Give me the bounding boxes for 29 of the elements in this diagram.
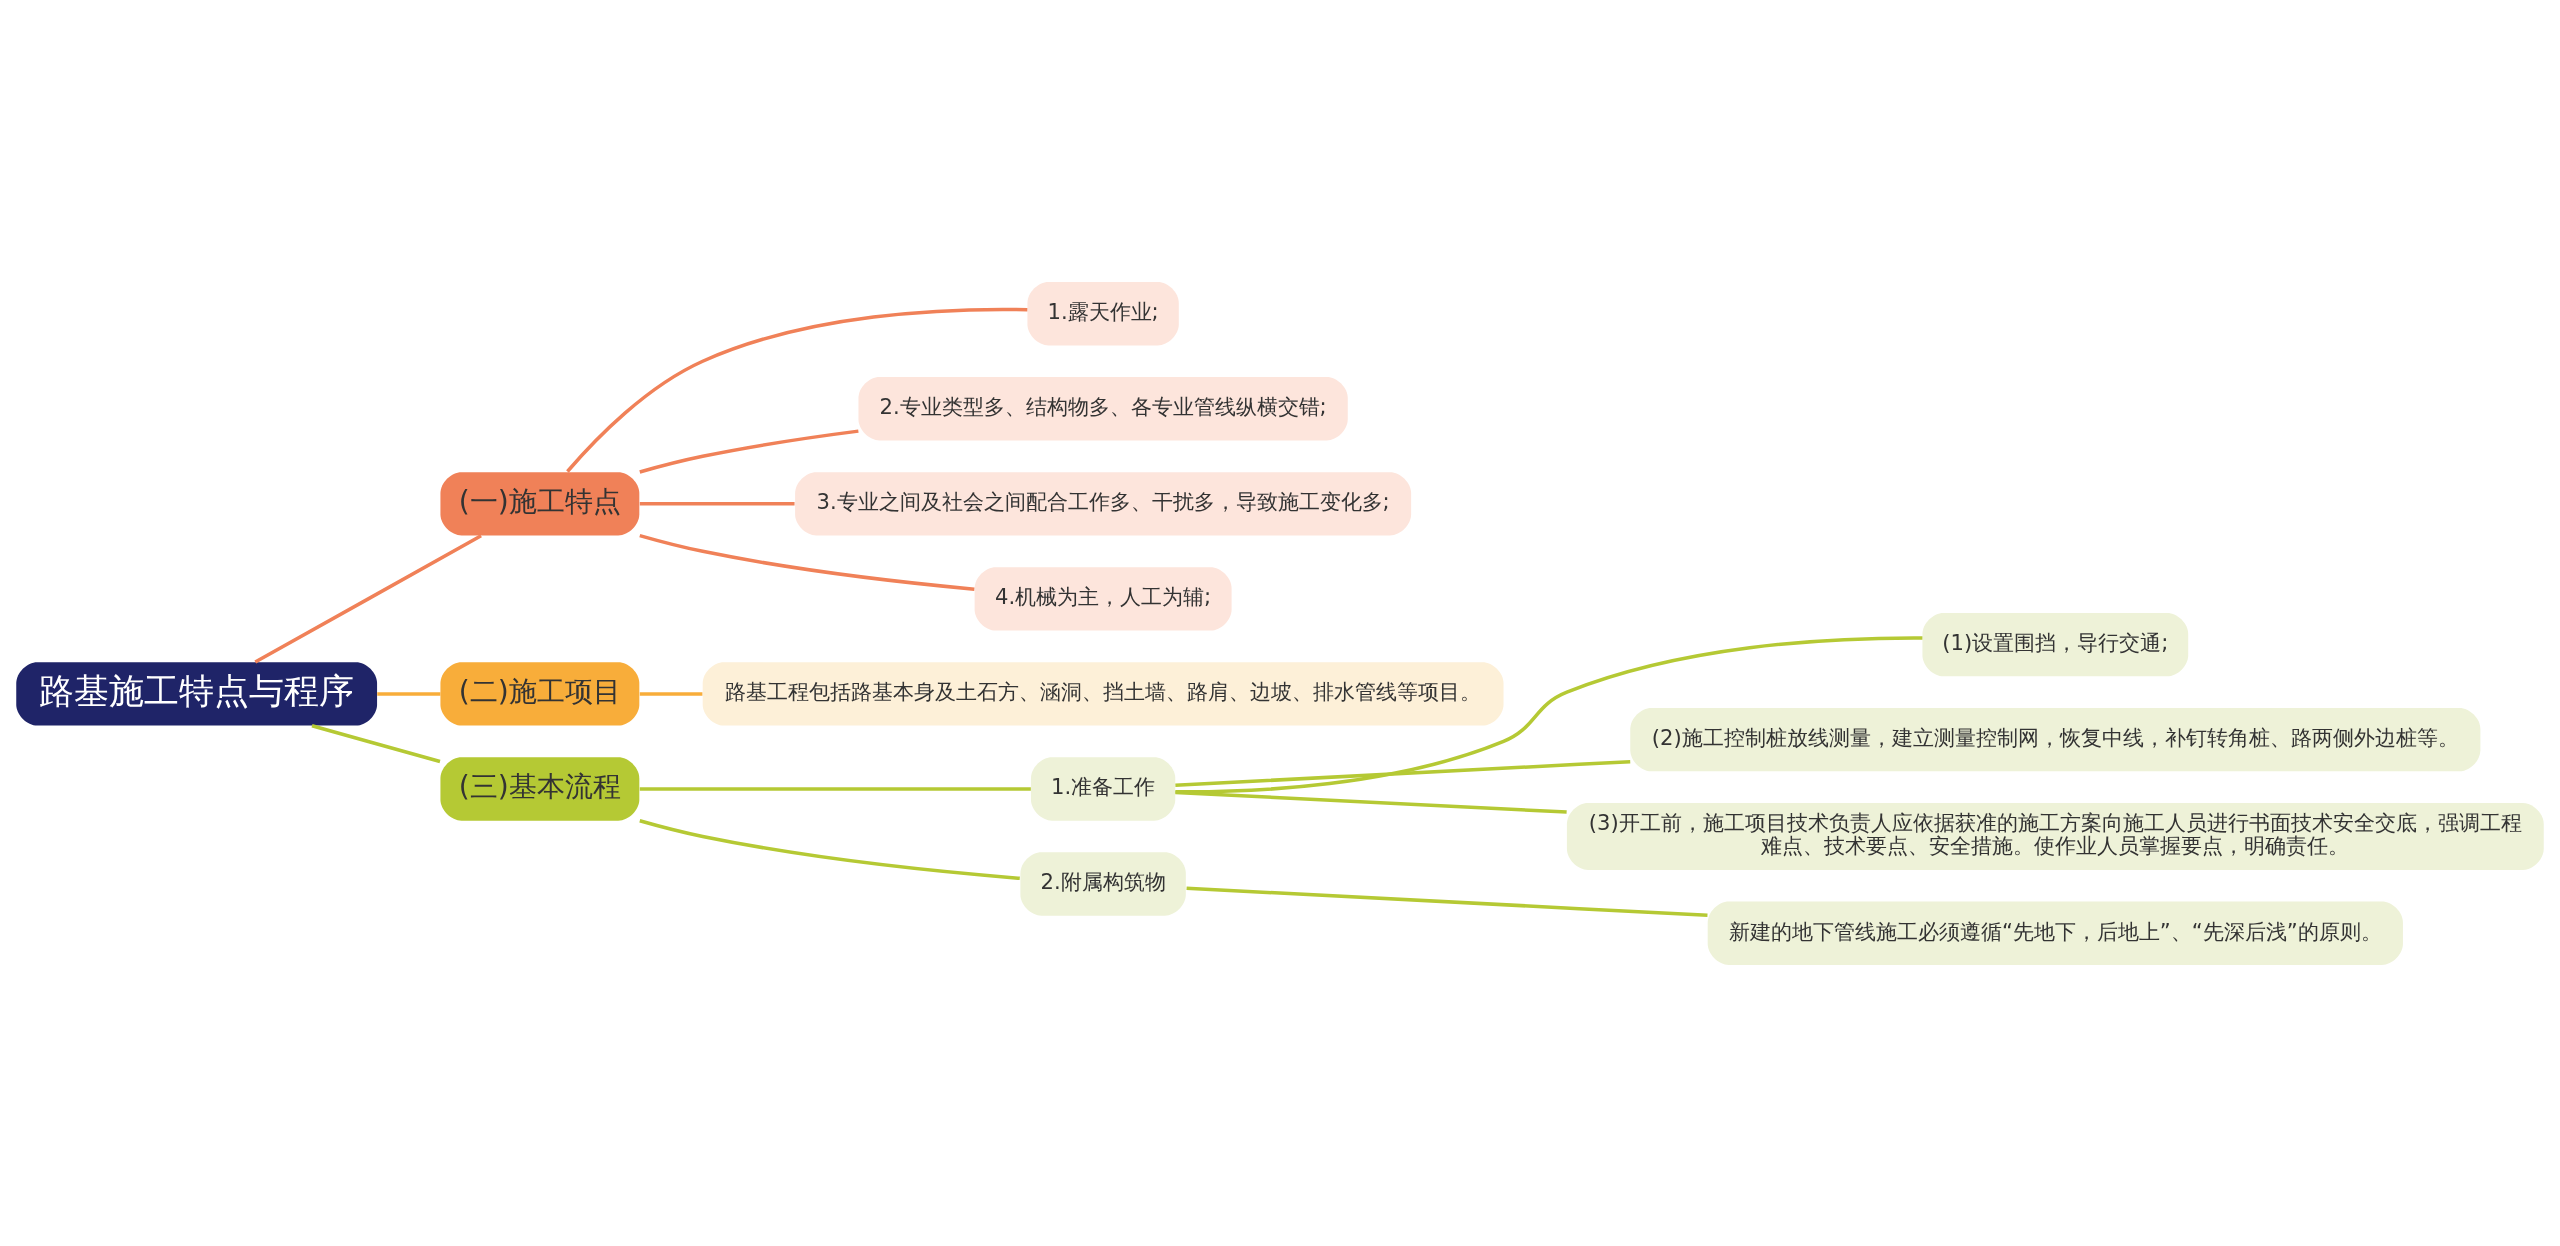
node-box: (三)基本流程 (440, 756, 640, 821)
connector (566, 307, 1028, 473)
node-box: (一)施工特点 (440, 471, 640, 535)
connector (1175, 790, 1567, 814)
connector (377, 691, 441, 696)
node-box: (3)开工前，施工项目技术负责人应依据获准的施工方案向施工人员进行书面技术安全交底，强调工程难点、技术要点、安全措施。使作业人员掌握要点，明确责任。 (1566, 802, 2544, 870)
node-box: (2)施工控制桩放线测量，建立测量控制网，恢复中线，补钉转角桩、路两侧外边桩等。 (1630, 707, 2481, 771)
node-box: 4.机械为主，人工为辅; (974, 566, 1232, 631)
node-box: 2.专业类型多、结构物多、各专业管线纵横交错; (858, 376, 1348, 440)
node-box: (二)施工项目 (440, 661, 640, 726)
node-box: 路基施工特点与程序 (16, 661, 378, 726)
node-box: 3.专业之间及社会之间配合工作多、干扰多，导致施工变化多; (795, 471, 1412, 535)
node-box: 2.附属构筑物 (1020, 851, 1186, 916)
connector (1175, 759, 1631, 787)
connector (254, 533, 482, 664)
connector (639, 691, 703, 696)
connector (1175, 635, 1923, 793)
connector (639, 786, 1031, 791)
node-box: 新建的地下管线施工必须遵循“先地下，后地上”、“先深后浅”的原则。 (1707, 901, 2403, 965)
connector (311, 723, 441, 763)
connector (639, 818, 1020, 880)
node-box: (1)设置围挡，导行交通; (1922, 612, 2189, 676)
connector (639, 533, 975, 591)
connector (1186, 886, 1708, 917)
connector (639, 428, 859, 474)
node-box: 1.露天作业; (1027, 281, 1179, 345)
node-box: 路基工程包括路基本身及土石方、涵洞、挡土墙、路肩、边坡、排水管线等项目。 (702, 661, 1504, 726)
node-box: 1.准备工作 (1030, 756, 1176, 821)
connector (639, 501, 795, 506)
